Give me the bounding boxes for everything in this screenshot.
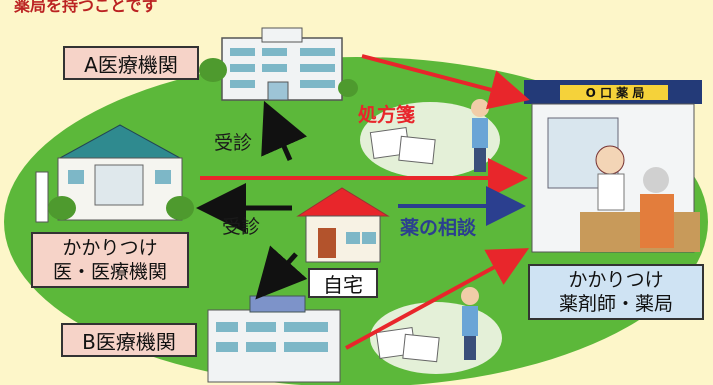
arrow-hospital-b-to-pharmacy [345, 248, 530, 350]
prescription-label: 処方箋 [358, 104, 416, 126]
hospital-b-label-text: B医療機関 [82, 329, 176, 354]
visit-label-clinic: 受診 [222, 216, 261, 238]
arrow-hospital-a-to-pharmacy [361, 54, 530, 110]
kakaritsuke-clinic-label-line1: かかりつけ [62, 237, 158, 259]
arrow-home-to-hospital-a [261, 100, 307, 162]
home-label: 自宅 [308, 268, 378, 298]
kakaritsuke-clinic-building [35, 124, 194, 223]
pharmacy-label-line1: かかりつけ [568, 269, 664, 291]
pharmacy-building [524, 80, 702, 253]
patient-with-prescription-bottom [370, 287, 502, 374]
hospital-a-label-text: A医療機関 [84, 52, 178, 77]
header-fragment: 薬局を持つことです [14, 0, 158, 15]
hospital-b-building [207, 295, 341, 383]
patient-with-prescription-top [360, 99, 500, 178]
home-house [296, 187, 390, 263]
kakaritsuke-clinic-label-line2: 医・医療機関 [52, 261, 167, 283]
hospital-b-label: B医療機関 [61, 323, 197, 357]
hospital-a-label: A医療機関 [63, 46, 199, 80]
pharmacy-sign: O 口 薬 局 [585, 86, 645, 100]
arrow-home-to-hospital-b [255, 245, 308, 300]
pharmacy-label: かかりつけ 薬剤師・薬局 [528, 264, 704, 320]
consult-label: 薬の相談 [400, 217, 477, 239]
home-label-text: 自宅 [323, 272, 363, 297]
visit-label-hospital-a: 受診 [214, 132, 253, 154]
kakaritsuke-clinic-label: かかりつけ 医・医療機関 [31, 232, 189, 288]
hospital-a-building [199, 27, 358, 101]
pharmacy-label-line2: 薬剤師・薬局 [558, 293, 673, 315]
